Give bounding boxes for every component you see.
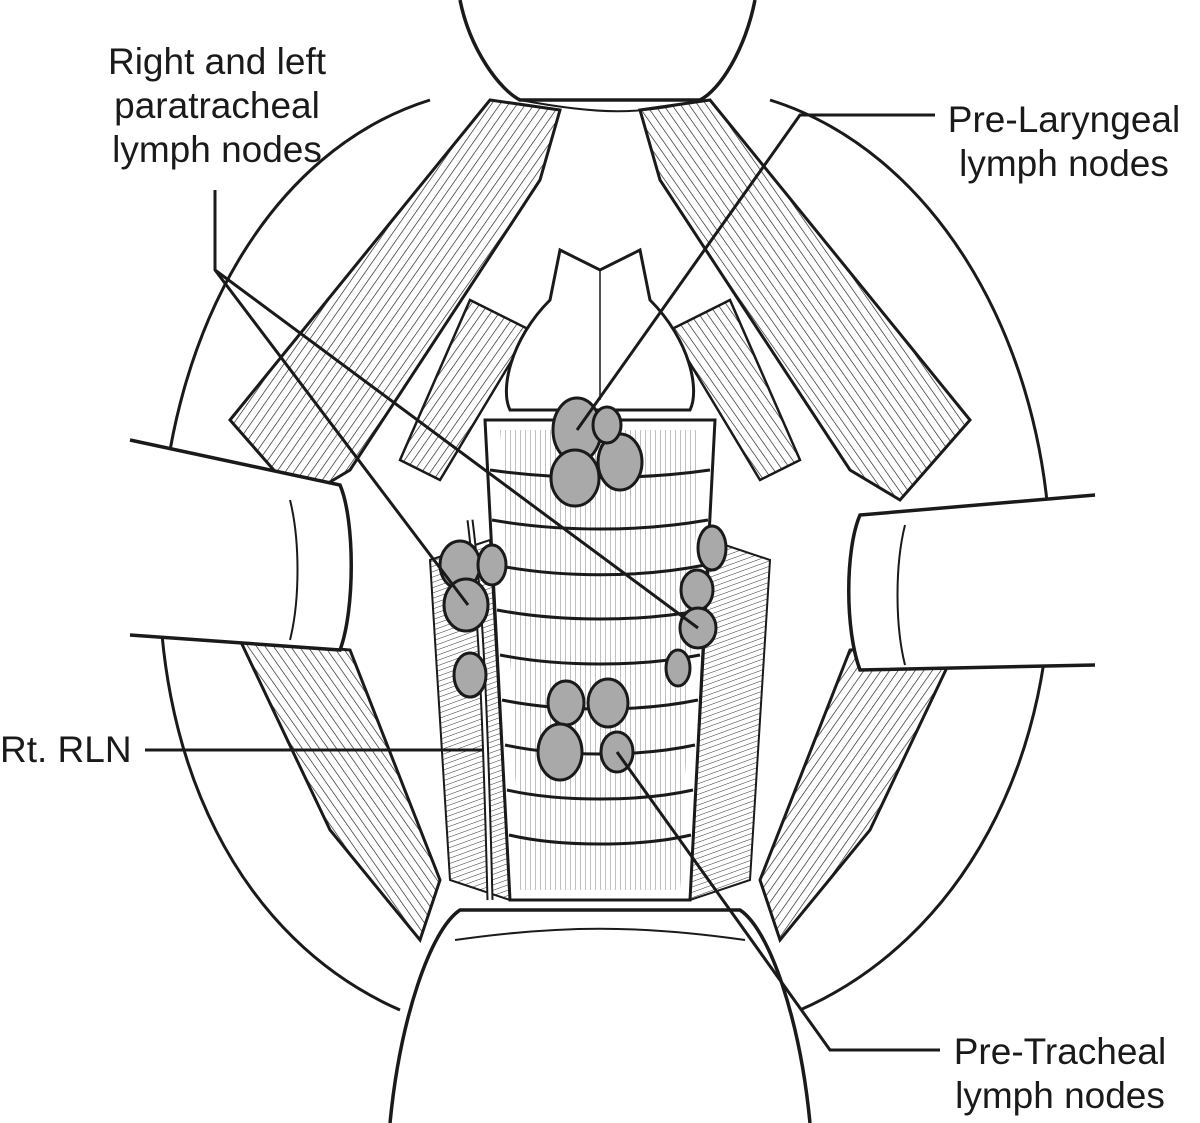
label-pre-tracheal-lymph-nodes: Pre-Tracheal lymph nodes [935, 1030, 1185, 1118]
label-paratracheal-line3: lymph nodes [112, 129, 322, 170]
bottom-retractor [388, 908, 812, 1123]
right-paratracheal-lymph-nodes [438, 539, 508, 699]
right-retractor [847, 493, 1096, 672]
right-strap-muscle [638, 98, 972, 502]
top-retractor [458, 0, 757, 102]
leader-lines [145, 113, 940, 1052]
label-pretracheal-line1: Pre-Tracheal [953, 1031, 1167, 1072]
right-lower-muscle [758, 638, 963, 944]
right-inner-muscle [668, 298, 802, 482]
label-rt-rln-text: Rt. RLN [0, 729, 132, 770]
label-pretracheal-line2: lymph nodes [955, 1075, 1165, 1116]
label-prelaryngeal-line2: lymph nodes [959, 143, 1169, 184]
leader-prelaryngeal [575, 113, 935, 431]
label-paratracheal-line1: Right and left [107, 41, 327, 82]
left-inner-muscle [398, 298, 532, 482]
label-prelaryngeal-line1: Pre-Laryngeal [947, 99, 1181, 140]
left-lower-muscle [237, 638, 442, 944]
label-rt-rln: Rt. RLN [0, 728, 132, 772]
label-paratracheal-lymph-nodes: Right and left paratracheal lymph nodes [72, 40, 362, 172]
label-paratracheal-line2: paratracheal [114, 85, 320, 126]
leader-paratracheal [213, 190, 699, 630]
label-pre-laryngeal-lymph-nodes: Pre-Laryngeal lymph nodes [930, 98, 1198, 186]
leader-pretracheal [615, 751, 940, 1052]
trachea [483, 418, 717, 902]
